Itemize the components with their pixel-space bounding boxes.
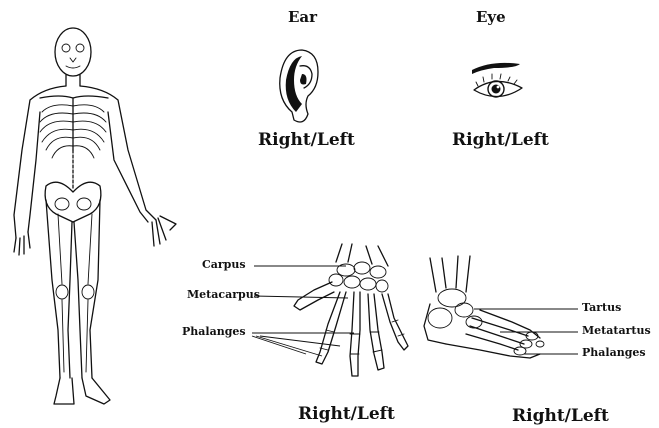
- carpus-label: Carpus: [202, 258, 246, 271]
- foot-phalanges-label: Phalanges: [582, 346, 646, 359]
- skeleton-figure-icon: [14, 28, 176, 404]
- ear-heading: Ear: [288, 8, 317, 26]
- hand-bones-icon: [294, 244, 408, 376]
- eye-heading: Eye: [476, 8, 506, 26]
- eye-side-caption: Right/Left: [452, 130, 549, 150]
- foot-side-caption: Right/Left: [512, 406, 609, 426]
- hand-phalanges-label: Phalanges: [182, 325, 246, 338]
- ear-icon: [280, 50, 318, 122]
- tartus-label: Tartus: [582, 301, 621, 314]
- metacarpus-label: Metacarpus: [187, 288, 260, 301]
- eye-icon: [472, 63, 522, 97]
- hand-side-caption: Right/Left: [298, 404, 395, 424]
- ear-side-caption: Right/Left: [258, 130, 355, 150]
- phalanges-leader-3: [256, 336, 322, 356]
- metatartus-label: Metatartus: [582, 324, 651, 337]
- foot-bones-icon: [424, 256, 544, 358]
